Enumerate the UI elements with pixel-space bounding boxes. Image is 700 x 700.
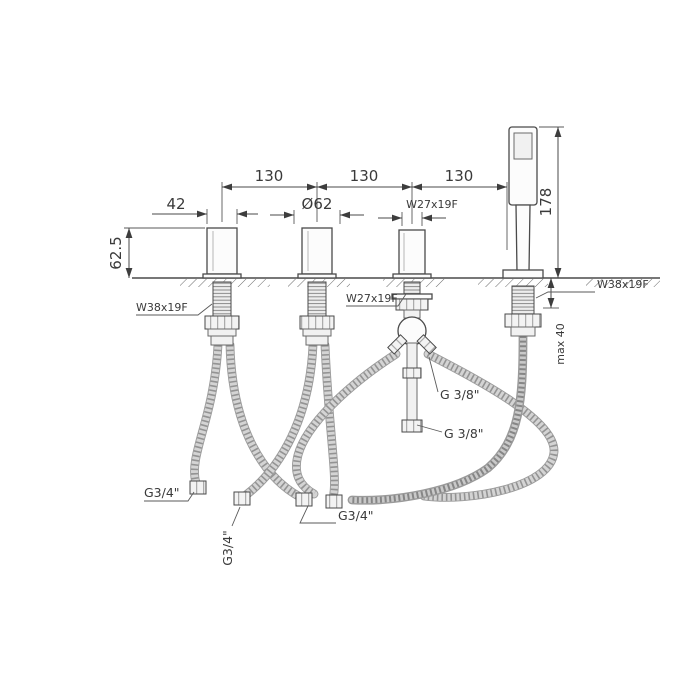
diverter-mounting-nut <box>395 298 429 311</box>
label-thread-left: W38x19F <box>136 301 188 314</box>
left-valve-mounting-nut <box>204 315 240 330</box>
thread-labels: W38x19F W27x19F W38x19F <box>136 278 649 316</box>
spout-column <box>297 227 337 346</box>
diverter-valve <box>387 229 437 433</box>
dim-shower-height: 178 <box>537 188 555 217</box>
dimension-shower-height: 178 <box>537 126 564 278</box>
label-thread-mid: W27x19F <box>346 292 398 305</box>
label-g34-bottom: G3/4" <box>220 530 235 566</box>
label-g38-upper: G 3/8" <box>440 387 480 402</box>
g34-fitting-bottom <box>233 491 251 506</box>
connection-labels: G 3/8" G 3/8" G3/4" G3/4" G3/4" <box>144 356 484 566</box>
dim-span-2: 130 <box>350 167 379 185</box>
left-valve-threaded-shank <box>212 281 232 317</box>
dimension-top-thread: W27x19F <box>378 198 458 226</box>
label-thread-right: W38x19F <box>597 278 649 291</box>
dimension-deck-thickness: max 40 <box>543 278 567 365</box>
holder-threaded-shank <box>511 285 535 315</box>
g34-fitting-center-a <box>295 492 313 507</box>
holder-mounting-nut <box>504 313 542 328</box>
spout-threaded-shank <box>307 281 327 317</box>
dim-body-height: 62.5 <box>107 236 125 269</box>
diverter-left-angle-fitting <box>387 334 408 355</box>
dimension-spout-diameter: Ø62 <box>270 195 364 224</box>
g34-fitting-center-b <box>325 494 343 509</box>
dim-span-1: 130 <box>255 167 284 185</box>
dimension-spans: 130 130 130 <box>221 167 508 250</box>
mounting-deck <box>132 277 660 287</box>
hose-end-fittings <box>189 480 343 509</box>
flexible-supply-hoses <box>194 345 554 498</box>
label-g34-left: G3/4" <box>144 485 180 500</box>
deck-hatch <box>478 279 548 287</box>
diverter-right-angle-fitting <box>416 334 437 355</box>
left-valve-handle <box>202 227 242 346</box>
dim-span-3: 130 <box>445 167 474 185</box>
deck-hatch <box>586 279 660 287</box>
dim-spout-diameter: Ø62 <box>302 195 333 213</box>
dim-handle-width: 42 <box>166 195 185 213</box>
diverter-threaded-shank <box>403 281 421 295</box>
dimension-handle-width: 42 <box>152 195 258 224</box>
diverter-down-pipe <box>406 342 418 421</box>
label-thread-top: W27x19F <box>406 198 458 211</box>
dimension-body-height: 62.5 <box>107 227 205 278</box>
spout-mounting-nut <box>299 315 335 330</box>
label-g34-center: G3/4" <box>338 508 374 523</box>
label-g38-lower: G 3/8" <box>444 426 484 441</box>
g34-fitting-left <box>189 480 207 495</box>
hand-shower-handle <box>515 204 531 273</box>
shower-holder-escutcheon <box>502 269 544 279</box>
dim-deck-max: max 40 <box>554 323 567 364</box>
hand-shower <box>502 126 544 337</box>
